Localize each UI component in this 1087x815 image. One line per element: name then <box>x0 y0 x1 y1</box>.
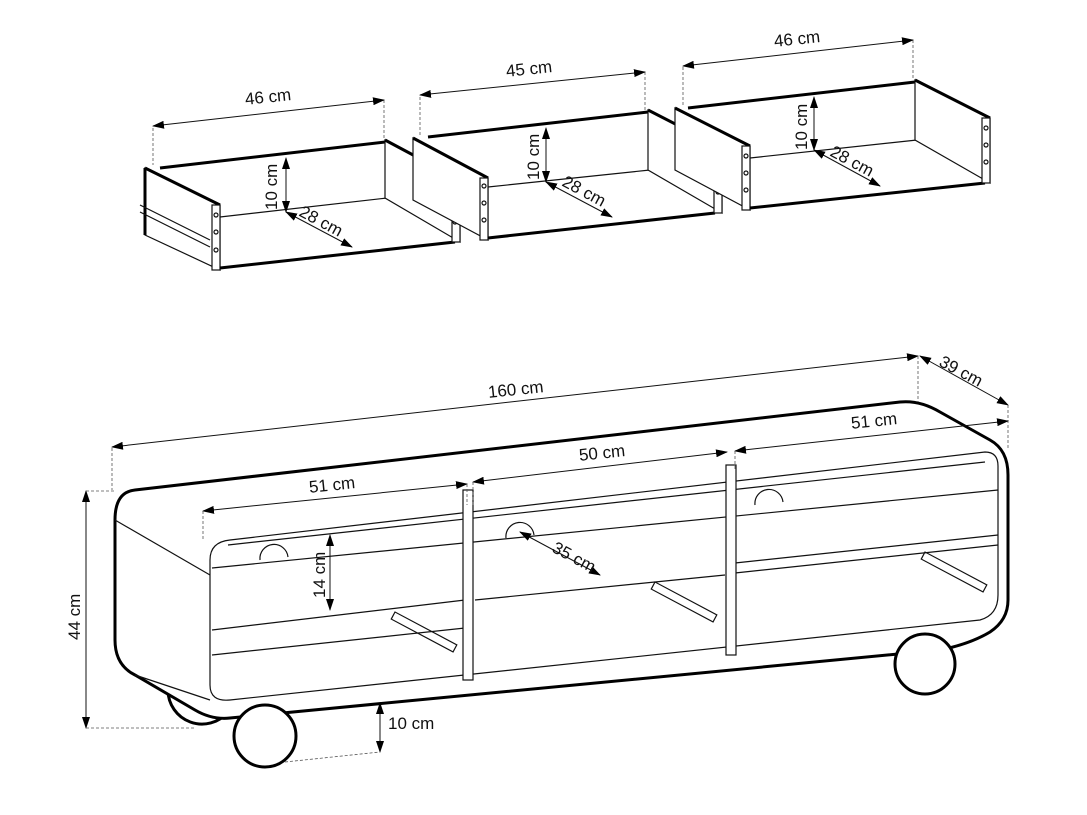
drawer-left <box>139 138 461 271</box>
drawer-right-height-label: 10 cm <box>792 103 811 150</box>
drawer-middle-height-label: 10 cm <box>524 133 543 180</box>
drawer-left-height-label: 10 cm <box>262 163 281 210</box>
drawer-right <box>674 78 991 211</box>
drawer-dimensions <box>152 37 914 248</box>
total-height-label: 44 cm <box>65 593 84 640</box>
shelf-height-label: 14 cm <box>310 551 329 598</box>
cabinet <box>113 400 1010 769</box>
wheel-clearance-label: 10 cm <box>388 714 435 733</box>
cabinet-dimensions <box>82 353 1009 763</box>
